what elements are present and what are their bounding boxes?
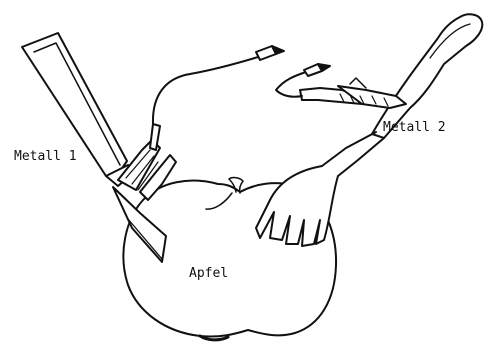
label-metal-1: Metall 1 [14,149,77,164]
alligator-clip-icon [276,72,406,108]
label-metal-2: Metall 2 [383,120,446,135]
fork-icon [256,14,482,246]
probe-tip-icon [304,64,330,76]
probe-tip-icon [256,46,284,60]
label-apple: Apfel [189,266,228,281]
